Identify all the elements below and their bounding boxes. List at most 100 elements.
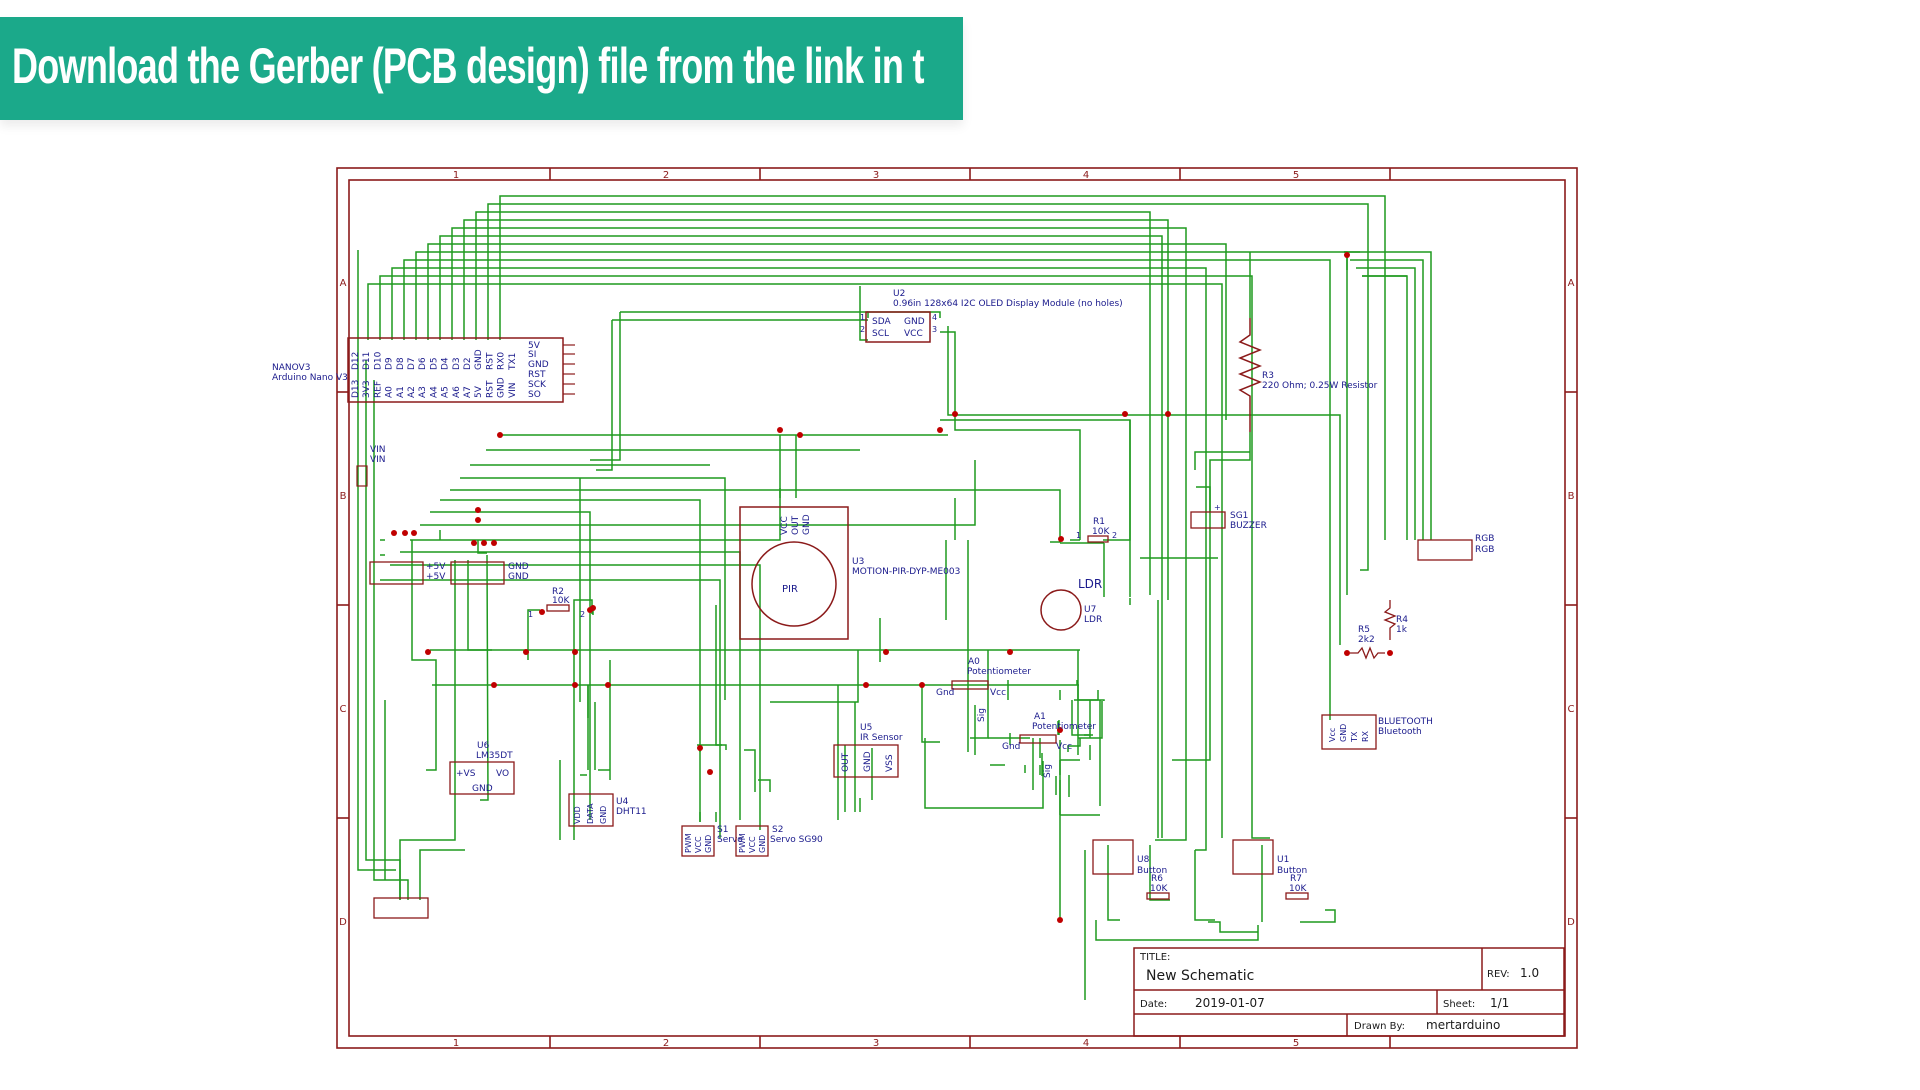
date-label: Date: <box>1140 999 1167 1010</box>
r6-value: 10K <box>1150 884 1168 894</box>
servo-ref: S1 <box>717 825 728 835</box>
lm35-value: LM35DT <box>476 751 513 761</box>
r4-value: 1k <box>1396 625 1408 635</box>
power-header-gnd: GND GND <box>450 561 529 585</box>
header-label: GND <box>508 572 529 582</box>
pot-pin: Vcc <box>1056 742 1072 752</box>
servo-pin: VCC <box>694 836 703 853</box>
r2-num: 2 <box>580 610 585 619</box>
nano-top-pin: D12 <box>351 352 361 370</box>
nano-top-pin: D10 <box>373 351 383 370</box>
servo-pin: PWM <box>684 833 693 853</box>
title-label: TITLE: <box>1139 952 1170 963</box>
nano-bottom-pin: A6 <box>452 386 462 398</box>
header-label: +5V <box>426 572 446 582</box>
resistor-r5: R5 2k2 <box>1350 625 1385 660</box>
dht-pin: VDD <box>573 806 582 824</box>
servo-value: Servo SG90 <box>770 835 823 845</box>
servo-pin: VCC <box>748 836 757 853</box>
button-value: Button <box>1137 866 1167 876</box>
oled-num: 2 <box>860 325 865 334</box>
pot-pin: Gnd <box>936 688 954 698</box>
buzzer-ref: SG1 <box>1230 511 1248 521</box>
button-u1: U1 Button <box>1232 839 1307 876</box>
servo-value: Servo <box>717 835 743 845</box>
servo-s2: S2 Servo SG90 PWM VCC GND <box>735 825 823 857</box>
header-label: +5V <box>426 562 446 572</box>
bt-pin: RX <box>1361 730 1370 742</box>
header-label: GND <box>508 562 529 572</box>
button-ref: U1 <box>1277 855 1289 865</box>
r2-ref: R2 <box>552 587 564 597</box>
oled-num: 4 <box>932 313 937 322</box>
pot-ref: A0 <box>968 657 980 667</box>
nano-top-pin: D7 <box>407 357 417 370</box>
r1-ref: R1 <box>1093 517 1105 527</box>
servo-pin: GND <box>704 835 713 853</box>
row-label: A <box>1568 278 1575 289</box>
bottom-connector <box>373 897 429 919</box>
nano-top-pin: D3 <box>452 357 462 370</box>
r1-num: 2 <box>1112 531 1117 540</box>
nano-top-pin: D11 <box>362 352 372 370</box>
col-label: 4 <box>1083 170 1089 181</box>
oled-pin: GND <box>904 317 925 327</box>
nano-bottom-pin: A4 <box>429 386 439 398</box>
resistor-r2: R2 10K 1 2 <box>528 587 585 619</box>
col-label: 5 <box>1293 1038 1299 1049</box>
r6-ref: R6 <box>1151 874 1163 884</box>
bt-label: BLUETOOTH <box>1378 717 1433 727</box>
nano-bottom-pin: A0 <box>385 386 395 398</box>
nano-bottom-pin: GND <box>497 377 507 398</box>
ir-pin: VSS <box>885 754 895 772</box>
ir-sensor: U5 IR Sensor OUT GND VSS <box>833 723 903 778</box>
nano-top-pin: D6 <box>418 357 428 370</box>
dht-ref: U4 <box>616 797 629 807</box>
nano-side-pin: 5V <box>528 341 541 351</box>
ir-pin: OUT <box>841 752 851 772</box>
rgb-label: RGB <box>1475 545 1494 555</box>
row-label: A <box>340 278 347 289</box>
nano-ref: NANOV3 <box>272 363 310 373</box>
nano-bottom-pin: VIN <box>508 382 518 398</box>
junctions <box>391 252 1393 923</box>
bt-pin: Vcc <box>1328 728 1337 742</box>
oled-num: 3 <box>932 325 937 334</box>
title-block: TITLE: New Schematic REV: 1.0 Date: 2019… <box>1133 947 1565 1037</box>
row-label: B <box>1568 491 1575 502</box>
nano-bottom-pin: A2 <box>407 386 417 398</box>
pir-pin: VCC <box>780 516 790 535</box>
drawn-label: Drawn By: <box>1354 1021 1405 1032</box>
col-label: 3 <box>873 1038 879 1049</box>
rev-label: REV: <box>1487 969 1510 980</box>
pir-ref: U3 <box>852 557 864 567</box>
banner-text: Download the Gerber (PCB design) file fr… <box>12 38 924 94</box>
oled-pin: VCC <box>904 329 923 339</box>
r3-ref: R3 <box>1262 371 1274 381</box>
pir-body: PIR <box>782 584 798 595</box>
row-label: B <box>340 491 347 502</box>
r4-ref: R4 <box>1396 615 1408 625</box>
col-label: 1 <box>453 1038 459 1049</box>
nano-side-pin: SI <box>528 350 536 360</box>
nano-vin: VIN <box>370 445 386 455</box>
sheet-value: 1/1 <box>1490 996 1509 1010</box>
nano-top-pin: GND <box>474 349 484 370</box>
oled-ref: U2 <box>893 289 905 299</box>
nano-top-pin: D5 <box>429 357 439 370</box>
col-label: 1 <box>453 170 459 181</box>
nano-side-pin: SO <box>528 390 541 400</box>
row-label: D <box>339 917 347 928</box>
potentiometer-a1: A1 Potentiometer Gnd Vcc Sig <box>1002 712 1096 778</box>
title-value: New Schematic <box>1146 968 1254 984</box>
frame-labels: 1 2 3 4 5 1 2 3 4 5 A B C D A B C D <box>339 170 1575 1049</box>
rev-value: 1.0 <box>1520 966 1539 980</box>
col-label: 4 <box>1083 1038 1089 1049</box>
pot-pin: Sig <box>977 708 987 722</box>
nano-bottom-pin: A7 <box>463 386 473 398</box>
ldr: LDR U7 LDR <box>1040 577 1102 631</box>
oled-pin: SDA <box>872 317 891 327</box>
banner: Download the Gerber (PCB design) file fr… <box>0 17 963 120</box>
buzzer-value: BUZZER <box>1230 521 1267 531</box>
